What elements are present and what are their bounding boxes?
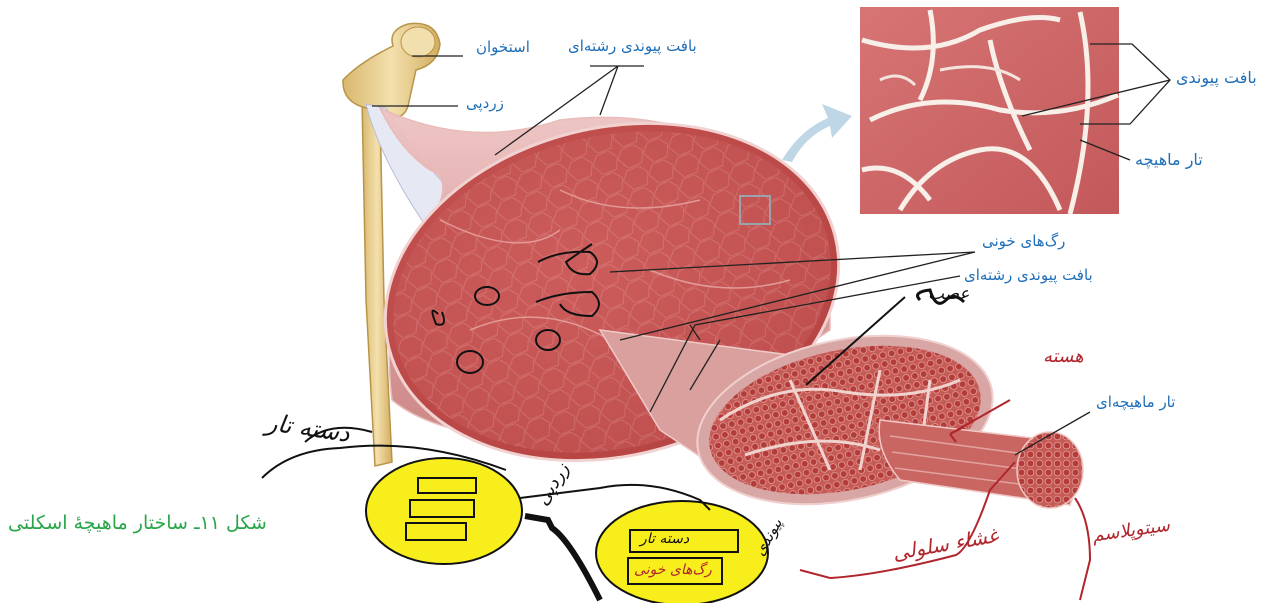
label-tendon: زردپی: [466, 94, 504, 112]
handwritten-nucleus: هسته: [1043, 346, 1084, 367]
label-fibrous-ct-mid: بافت پیوندی رشته‌ای: [964, 266, 1093, 284]
label-bone: استخوان: [476, 38, 530, 56]
micrograph: [860, 7, 1119, 214]
handwritten-nerve: عصب: [928, 284, 970, 304]
label-muscle-fiber: تار ماهیچه‌ای: [1096, 393, 1175, 411]
handwritten-box-vessels: رگ‌های خونی: [634, 562, 712, 578]
label-connective-tissue-micro: بافت پیوندی: [1176, 68, 1257, 87]
tendon-scribble: [525, 516, 600, 600]
highlight-left: [366, 458, 522, 564]
highlight-right: [596, 501, 768, 603]
label-muscle-fiber-micro: تار ماهیچه: [1135, 150, 1203, 169]
label-blood-vessels: رگ‌های خونی: [982, 232, 1065, 250]
label-fibrous-ct-top: بافت پیوندی رشته‌ای: [568, 37, 697, 55]
figure-caption: شکل ۱۱ـ ساختار ماهیچهٔ اسکلتی: [8, 512, 267, 534]
handwritten-box-fascicle: دسته تار: [640, 531, 689, 547]
zoom-arrow: [782, 104, 852, 162]
